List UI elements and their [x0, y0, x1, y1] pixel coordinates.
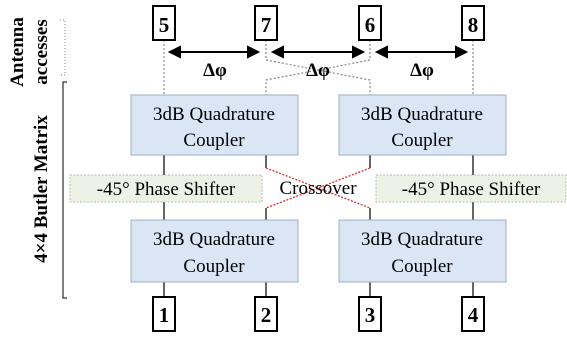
accesses-label: accesses [31, 19, 52, 84]
top-port-6: 6 [358, 5, 382, 41]
phase-shifter-right-label: -45° Phase Shifter [402, 179, 541, 200]
phase-shifter-left-label: -45° Phase Shifter [97, 179, 236, 200]
top-port-5: 5 [152, 5, 176, 41]
coupler-top-left-line2: Coupler [183, 130, 245, 151]
delta-phi-label-1: Δφ [203, 60, 227, 81]
matrix-bracket [62, 81, 67, 299]
port-4-number: 4 [468, 303, 479, 327]
bottom-port-3: 3 [358, 296, 382, 332]
coupler-top-right: 3dB Quadrature Coupler [338, 94, 507, 156]
bottom-port-4: 4 [461, 296, 485, 332]
port-2-number: 2 [261, 303, 272, 327]
top-port-7: 7 [254, 5, 278, 41]
antenna-label: Antenna [7, 17, 28, 87]
coupler-top-left: 3dB Quadrature Coupler [130, 94, 299, 156]
port-8-number: 8 [468, 13, 479, 37]
coupler-top-right-line2: Coupler [391, 130, 453, 151]
coupler-top-right-line1: 3dB Quadrature [361, 104, 483, 125]
crossover-label: Crossover [279, 178, 357, 199]
port-5-number: 5 [159, 13, 170, 37]
crossover-lines [265, 167, 371, 209]
delta-phi-label-2: Δφ [306, 60, 330, 81]
coupler-bottom-right-line1: 3dB Quadrature [361, 229, 483, 250]
phase-shifter-right: -45° Phase Shifter [375, 174, 567, 203]
coupler-bottom-left-line1: 3dB Quadrature [153, 229, 275, 250]
phase-shifter-left: -45° Phase Shifter [69, 174, 263, 203]
bottom-port-2: 2 [254, 296, 278, 332]
delta-phi-label-3: Δφ [410, 60, 434, 81]
port-6-number: 6 [365, 13, 376, 37]
top-dotted-leads [163, 40, 474, 95]
coupler-bottom-left-line2: Coupler [183, 256, 245, 277]
butler-matrix-label: 4×4 Butler Matrix [31, 115, 52, 263]
coupler-bottom-right: 3dB Quadrature Coupler [338, 219, 507, 283]
port-3-number: 3 [365, 303, 376, 327]
port-7-number: 7 [261, 13, 272, 37]
antenna-bracket [60, 19, 66, 76]
delta-phi-arrows [167, 45, 469, 59]
coupler-top-left-line1: 3dB Quadrature [153, 104, 275, 125]
coupler-bottom-right-line2: Coupler [391, 256, 453, 277]
bottom-port-1: 1 [152, 296, 176, 332]
port-1-number: 1 [159, 303, 170, 327]
coupler-bottom-left: 3dB Quadrature Coupler [130, 219, 299, 283]
top-port-8: 8 [461, 5, 485, 41]
